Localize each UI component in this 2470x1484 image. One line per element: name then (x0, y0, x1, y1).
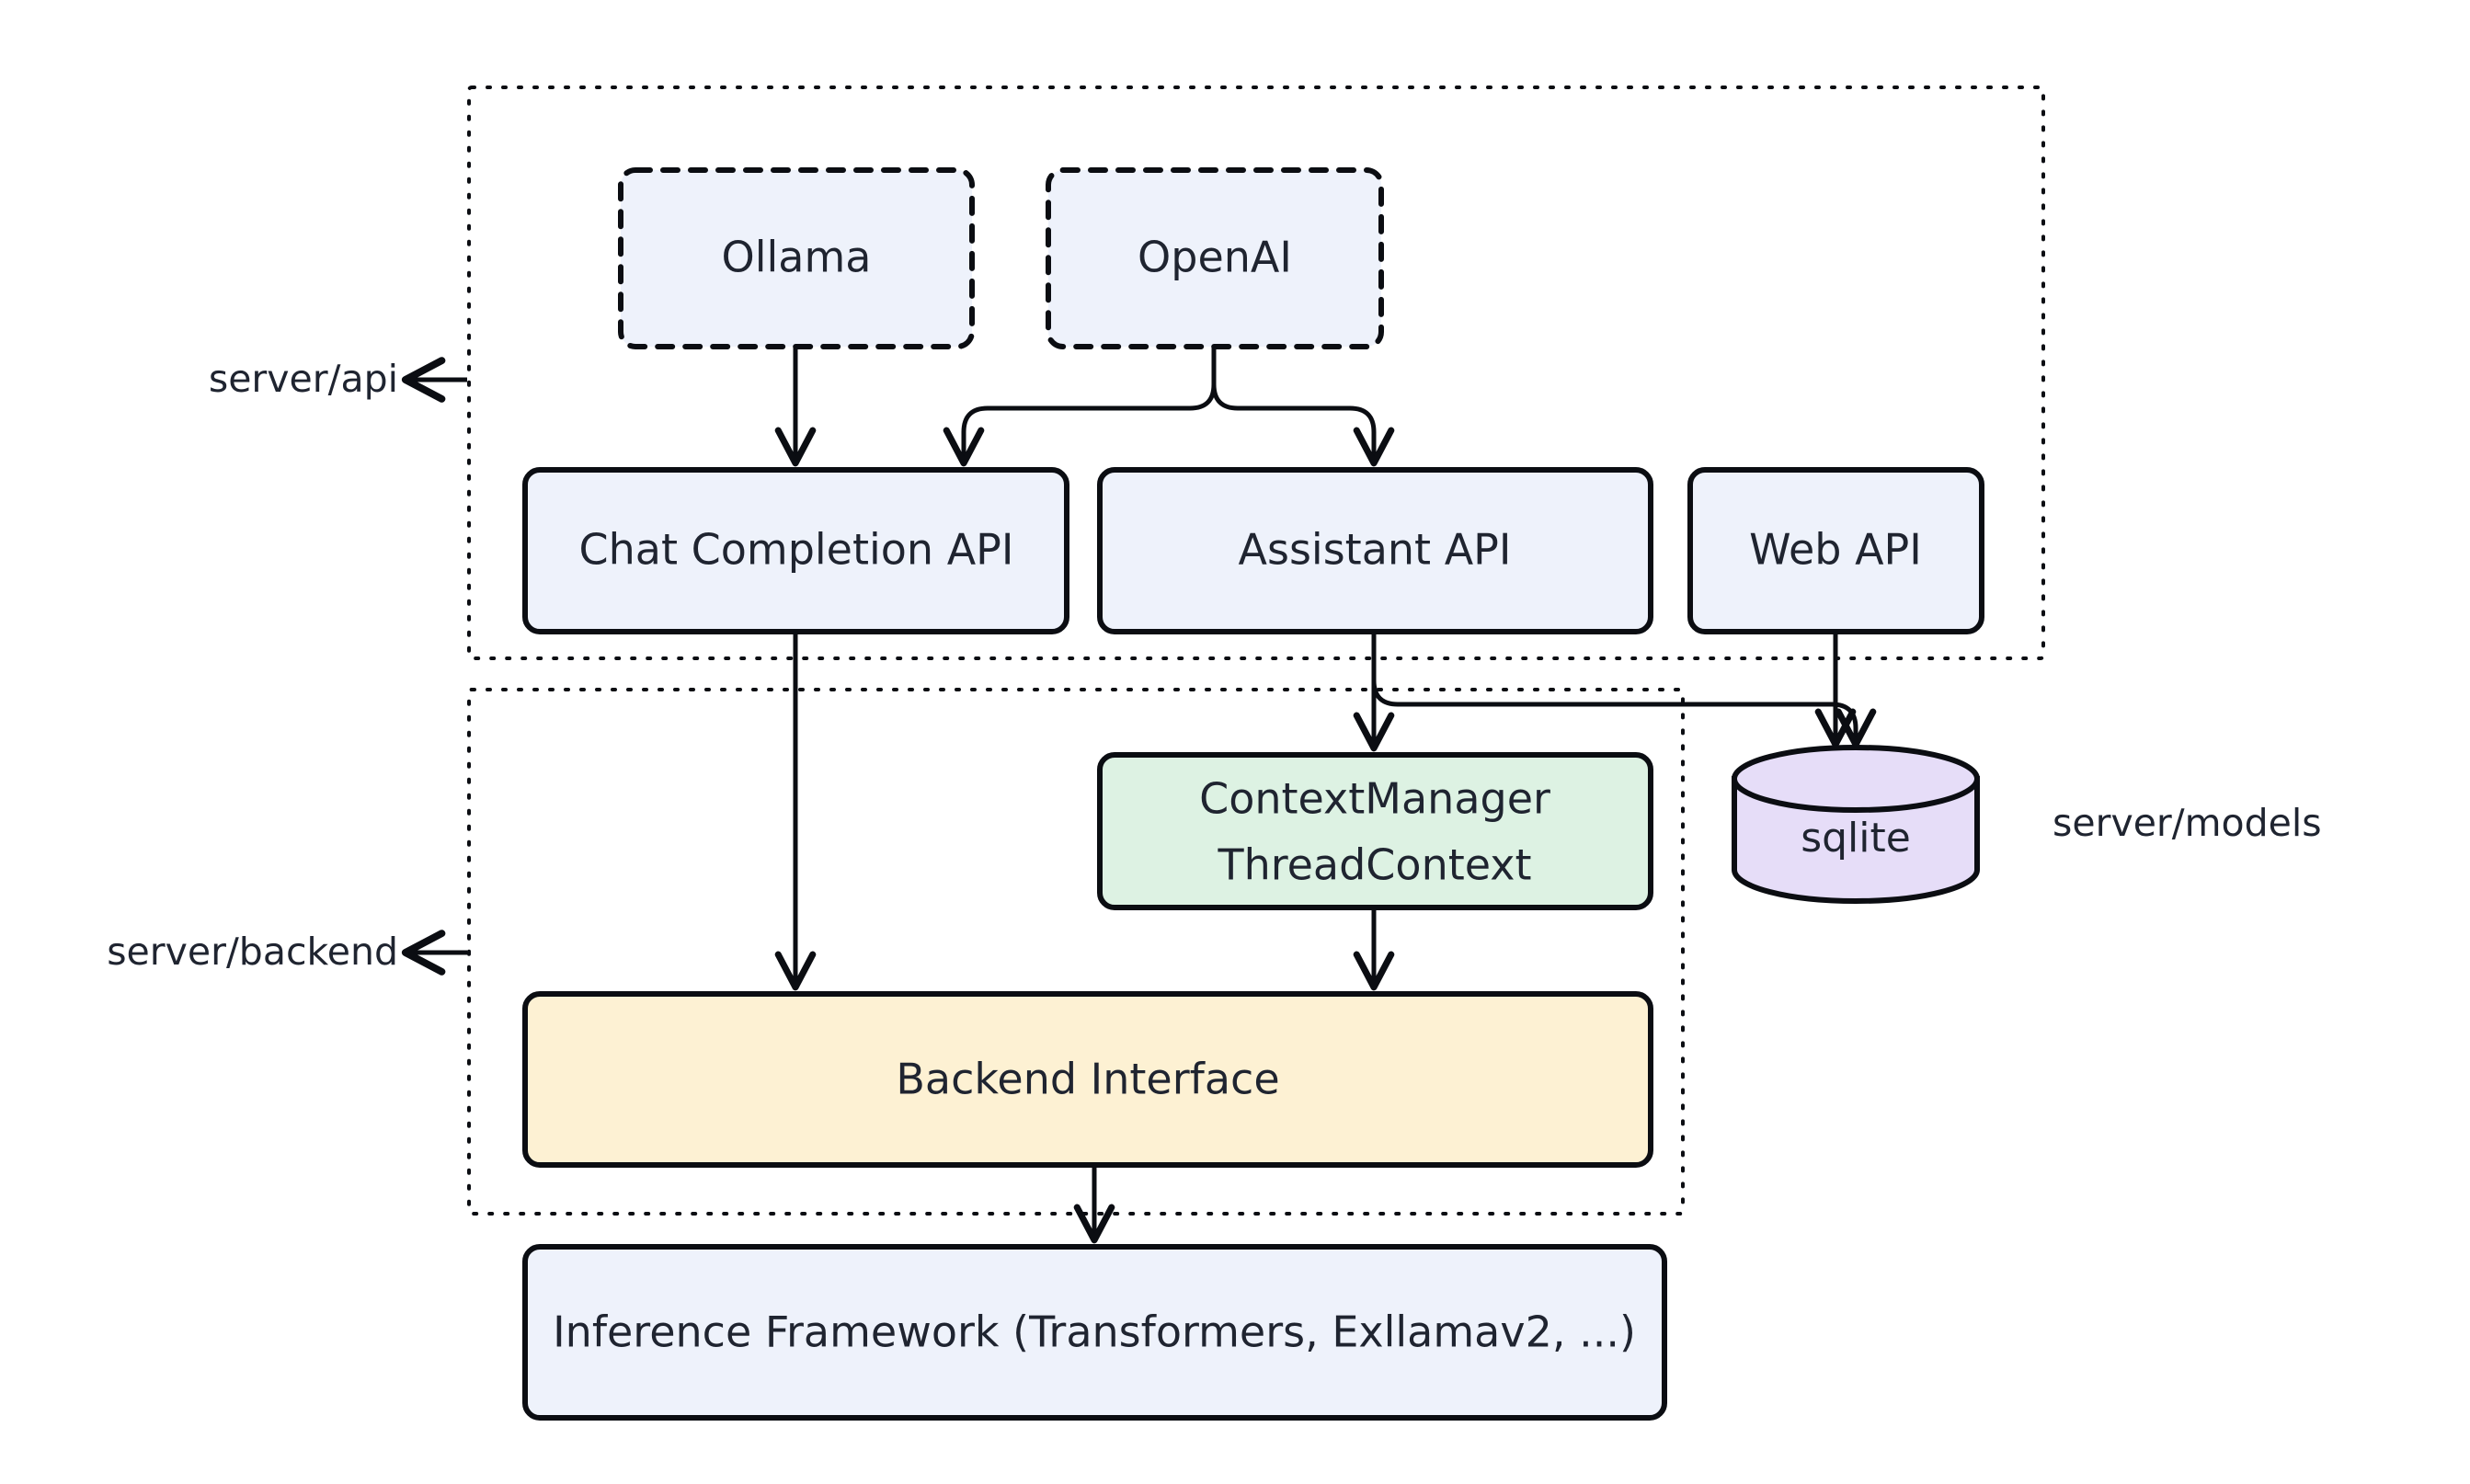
node-web-api[interactable]: Web API (1687, 467, 1984, 634)
node-backend-interface[interactable]: Backend Interface (522, 991, 1653, 1168)
group-label-server-api: server/api (209, 357, 398, 401)
group-container-server-api (467, 86, 2045, 660)
node-openai[interactable]: OpenAI (1046, 167, 1384, 349)
edge-openai-to-assistant-api (1211, 347, 1395, 467)
node-assistant-api[interactable]: Assistant API (1097, 467, 1653, 634)
node-chat-completion-api-label: Chat Completion API (579, 525, 1014, 575)
node-context-manager-label-line1: ContextManager (1199, 774, 1550, 824)
node-context-manager-label-line2: ThreadContext (1217, 840, 1531, 890)
node-assistant-api-shape (1097, 467, 1653, 634)
group-label-server-models: server/models (2053, 801, 2322, 845)
group-label-server-backend: server/backend (107, 930, 398, 974)
node-web-api-shape (1687, 467, 1984, 634)
node-context-manager[interactable]: ContextManager ThreadContext (1097, 752, 1653, 910)
node-sqlite[interactable]: sqlite (1732, 745, 1980, 904)
node-chat-completion-api-shape (522, 467, 1069, 634)
node-ollama-shape (618, 167, 975, 349)
node-inference-framework-label: Inference Framework (Transformers, Exlla… (553, 1307, 1636, 1357)
node-ollama-label: Ollama (722, 233, 872, 282)
node-context-manager-shape (1097, 752, 1653, 910)
node-sqlite-top (1732, 745, 1980, 813)
node-backend-interface-label: Backend Interface (896, 1055, 1279, 1104)
group-container-server-backend (467, 688, 1685, 1216)
node-inference-framework[interactable]: Inference Framework (Transformers, Exlla… (522, 1244, 1667, 1421)
node-openai-shape (1046, 167, 1384, 349)
node-ollama[interactable]: Ollama (618, 167, 975, 349)
node-openai-label: OpenAI (1138, 233, 1292, 282)
node-inference-framework-shape (522, 1244, 1667, 1421)
node-chat-completion-api[interactable]: Chat Completion API (522, 467, 1069, 634)
node-assistant-api-label: Assistant API (1239, 525, 1512, 575)
node-sqlite-label: sqlite (1801, 815, 1911, 862)
edge-openai-to-chat-completion-api (943, 347, 1217, 467)
node-backend-interface-shape (522, 991, 1653, 1168)
node-sqlite-body (1732, 776, 1980, 904)
node-web-api-label: Web API (1749, 525, 1922, 575)
